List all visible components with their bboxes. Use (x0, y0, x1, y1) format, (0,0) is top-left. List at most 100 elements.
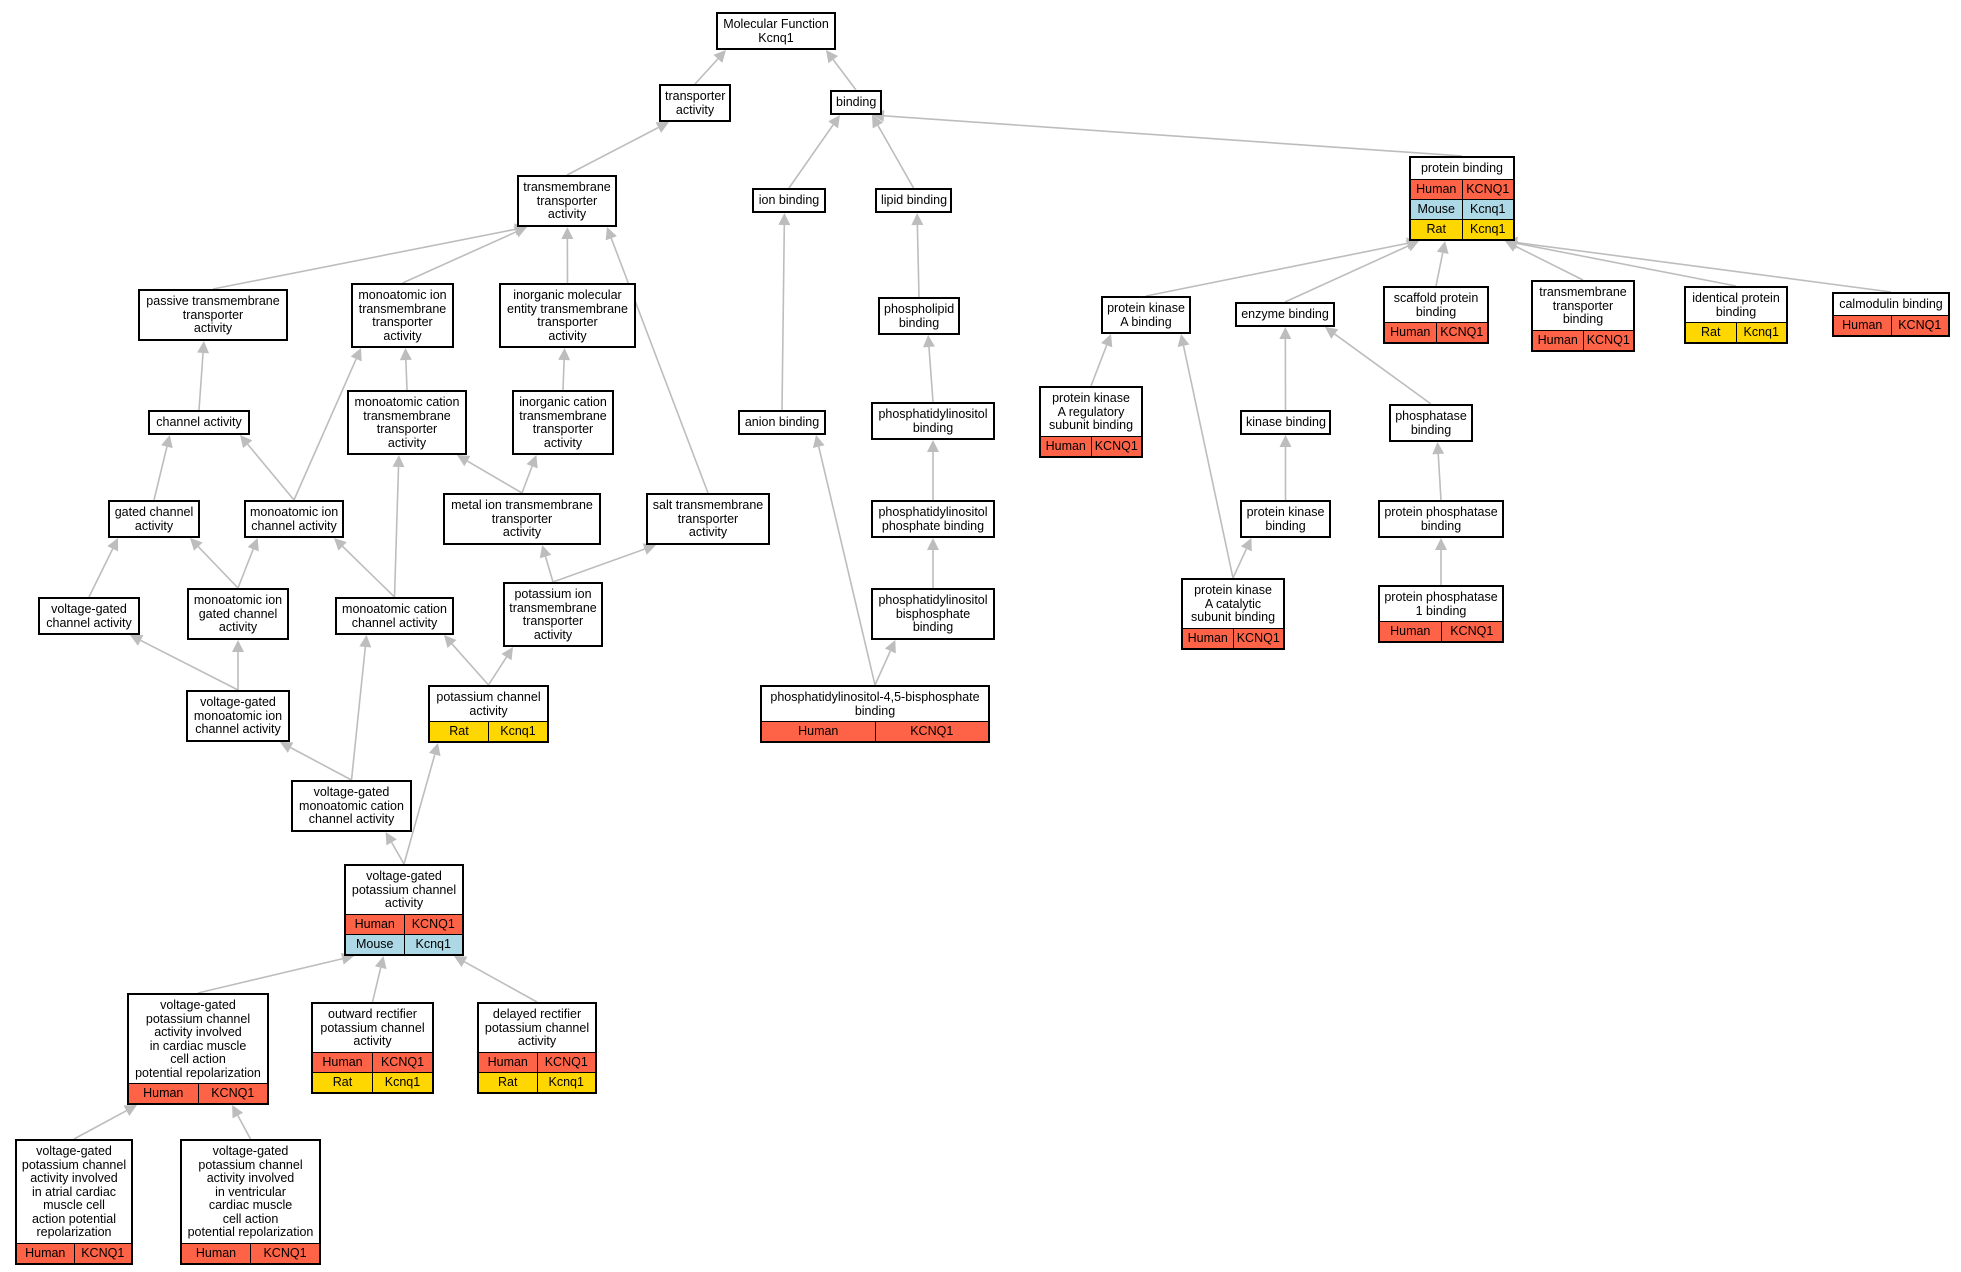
is-a-edge (1334, 333, 1432, 405)
go-term-label: enzyme binding (1237, 304, 1333, 325)
go-term-node[interactable]: kinase binding (1240, 410, 1331, 435)
go-term-label-line: transporter (491, 511, 553, 526)
go-term-node[interactable]: lipid binding (875, 188, 952, 213)
arrowhead-icon (130, 635, 144, 646)
go-term-label-line: cell action (170, 1052, 226, 1066)
go-term-label-line: protein kinase (1194, 583, 1272, 597)
gene-symbol-cell: Kcnq1 (1461, 199, 1514, 219)
is-a-edge (694, 58, 719, 85)
go-term-node[interactable]: ion binding (752, 188, 826, 213)
is-a-edge (197, 957, 343, 994)
species-cell: Human (195, 1245, 237, 1260)
go-term-node[interactable]: channel activity (148, 410, 250, 435)
go-term-label-line: repolarization (36, 1225, 112, 1239)
arrowhead-icon (1432, 442, 1445, 455)
go-term-label-line: transporter (677, 511, 739, 526)
is-a-edge (197, 546, 239, 589)
arrowhead-icon (713, 50, 726, 63)
go-term-label-line: monoatomic cation (299, 798, 404, 813)
go-term-label-line: activity (353, 1034, 392, 1048)
gene-symbol-cell: KCNQ1 (73, 1243, 132, 1263)
go-term-label-line: transporter (182, 307, 244, 322)
species-cell: Human (1390, 624, 1431, 638)
gene-symbol-cell: KCNQ1 (1440, 622, 1503, 641)
species-cell: Human (798, 724, 839, 738)
go-term-label-line: monoatomic ion (358, 288, 447, 302)
go-term-label-line: activity involved (30, 1171, 118, 1185)
go-term-label-line: activity involved (154, 1025, 242, 1039)
go-term-label-line: activity (675, 102, 715, 117)
go-term-node[interactable]: binding (830, 90, 882, 115)
is-a-edge (1515, 245, 1584, 281)
go-term-label-line: transporter (522, 614, 584, 628)
species-cell: Mouse (355, 936, 394, 951)
go-term-label-line: phosphatase (1395, 409, 1467, 423)
go-term-label-line: ion binding (758, 193, 820, 207)
go-term-node[interactable]: enzyme binding (1235, 302, 1335, 327)
gene-symbol-cell: Kcnq1 (403, 934, 463, 954)
go-term-label-line: potential repolarization (135, 1065, 261, 1080)
go-term-label-line: potassium channel (21, 1157, 127, 1172)
go-term-label-line: Molecular Function (723, 17, 829, 31)
go-term-label-line: activity involved (206, 1171, 295, 1185)
is-a-edge (877, 125, 915, 189)
go-term-label-line: channel activity (251, 518, 337, 533)
is-a-edge (788, 124, 834, 189)
go-term-label-line: transporter (536, 193, 598, 208)
is-a-edge (390, 842, 405, 865)
arrowhead-icon (642, 543, 656, 555)
go-term-label-line: activity (134, 518, 174, 533)
go-term-node[interactable]: anion binding (738, 410, 826, 435)
is-a-edge (140, 639, 239, 691)
